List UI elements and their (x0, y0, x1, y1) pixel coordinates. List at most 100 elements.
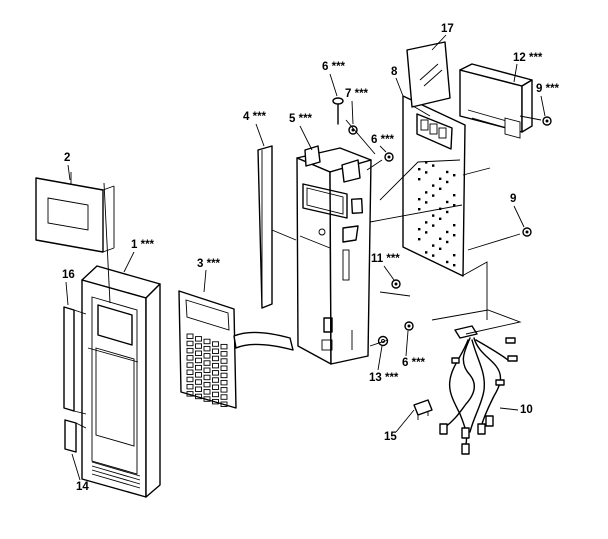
board-component (425, 251, 428, 254)
keypad-button (220, 372, 228, 379)
screw-6a (332, 97, 344, 125)
keypad-button (195, 350, 202, 356)
board-component (453, 234, 456, 237)
callout-1: 1 *** (131, 239, 155, 251)
part-16-side-strip (63, 306, 87, 415)
keypad-button (203, 374, 211, 381)
board-component (439, 177, 442, 180)
callout-17: 17 (441, 23, 454, 35)
harness-connectors (439, 337, 518, 455)
board-component (432, 214, 435, 217)
keypad-button (203, 367, 211, 373)
screw-6c (404, 321, 414, 331)
part-8-control-board (402, 95, 491, 277)
part-1-front-panel (81, 182, 161, 498)
board-component (439, 237, 442, 240)
keypad-button (195, 343, 202, 349)
keypad-button (186, 333, 194, 339)
callout-8: 8 (391, 66, 398, 78)
callout-2: 2 (64, 152, 70, 164)
screw-9a (542, 116, 552, 126)
keypad-button (186, 340, 194, 347)
callout-14: 14 (76, 481, 89, 493)
keypad-button (220, 401, 228, 407)
keypad-button (220, 387, 228, 393)
keypad-button (220, 358, 228, 364)
keypad-button (186, 347, 194, 354)
board-component (446, 210, 449, 214)
board-component (418, 178, 421, 181)
keypad-button (220, 343, 228, 350)
part-3-keypad-membrane (178, 290, 294, 409)
keypad-button (220, 351, 228, 357)
callout-9a: 9 *** (536, 83, 560, 95)
keypad-button (186, 369, 194, 375)
board-component (418, 208, 421, 211)
board-component (418, 228, 421, 231)
board-component (453, 264, 456, 267)
board-component (453, 204, 456, 207)
board-component (432, 194, 435, 197)
keypad-button (212, 398, 219, 405)
board-component (453, 254, 456, 257)
board-component (418, 168, 421, 171)
board-component (432, 164, 435, 167)
keypad-button (212, 384, 219, 390)
board-component (446, 180, 449, 184)
callout-9b: 9 (510, 193, 516, 205)
board-component (432, 244, 435, 247)
keypad-button (195, 386, 202, 392)
board-component-dots (418, 161, 456, 267)
board-display-digits (420, 119, 447, 139)
part-4-long-strip (257, 145, 297, 309)
keypad-button (186, 391, 194, 397)
callout-4: 4 *** (243, 111, 267, 123)
keypad-button (203, 381, 211, 388)
board-component (425, 221, 428, 224)
keypad-button (220, 365, 228, 371)
callout-6b: 6 *** (371, 134, 395, 146)
keypad-button (186, 362, 194, 368)
keypad-button (195, 379, 202, 385)
callout-10: 10 (520, 404, 533, 416)
callout-16: 16 (62, 269, 75, 281)
board-component (432, 254, 435, 257)
keypad-button (186, 376, 194, 383)
board-component (446, 230, 449, 234)
callout-11: 11 *** (371, 253, 400, 265)
keypad-button (195, 372, 202, 378)
keypad-button (195, 364, 202, 371)
keypad-button (212, 377, 219, 383)
keypad-button (186, 355, 194, 361)
board-component (439, 187, 442, 190)
part-14-clip (64, 419, 87, 453)
callout-12: 12 *** (513, 52, 543, 64)
board-component (453, 174, 456, 177)
keypad-button (203, 396, 211, 402)
screw-11 (391, 279, 401, 289)
assembly-lines (345, 105, 542, 347)
keypad-button (212, 362, 219, 369)
part-15-connector (413, 399, 433, 420)
keypad-buttons (186, 333, 228, 407)
callout-6a: 6 *** (322, 61, 346, 73)
board-component (425, 201, 428, 204)
keypad-button (212, 370, 219, 376)
callout-5: 5 *** (289, 113, 313, 125)
keypad-button (195, 393, 202, 400)
board-component (418, 198, 421, 201)
part-17-display-lens (406, 41, 451, 108)
callout-leaders (65, 34, 546, 481)
board-component (439, 247, 442, 250)
keypad-button (203, 389, 211, 395)
callout-6c: 6 *** (402, 357, 426, 369)
screw-7 (348, 125, 358, 135)
part-5-control-bracket (296, 145, 372, 365)
board-component (453, 224, 456, 227)
keypad-button (212, 348, 219, 354)
screws (332, 97, 552, 347)
board-component (425, 171, 428, 174)
keypad-button (212, 355, 219, 362)
keypad-button (212, 391, 219, 398)
